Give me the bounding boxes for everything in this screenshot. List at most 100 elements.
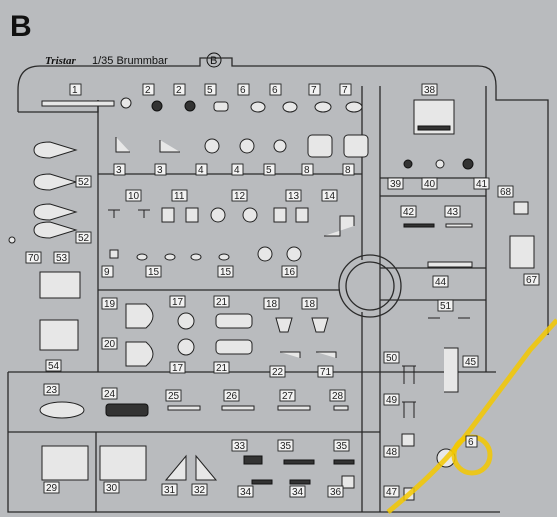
- part-4b: [239, 138, 255, 154]
- part-tag-box: [333, 439, 350, 452]
- part-tag-box: [462, 355, 479, 368]
- part-4a: [204, 138, 220, 154]
- part-number-label: 4: [234, 165, 240, 176]
- part-tag-box: [191, 483, 208, 496]
- part-number-label: 21: [216, 297, 228, 308]
- part-12a: [210, 207, 226, 223]
- part-number-label: 47: [386, 487, 398, 498]
- part-number-label: 29: [46, 483, 58, 494]
- part-2a: [151, 100, 163, 112]
- part-15b: [164, 253, 176, 261]
- part-tag-box: [213, 361, 230, 374]
- part-27: [277, 405, 311, 411]
- part-number-label: 18: [304, 299, 316, 310]
- part-number-label: 41: [476, 179, 488, 190]
- part-tag-box: [277, 439, 294, 452]
- part-number-label: 38: [424, 85, 436, 96]
- part-54-frame: [39, 319, 79, 351]
- part-9: [109, 249, 119, 259]
- part-number-label: 34: [292, 487, 304, 498]
- part-number-label: 6: [240, 85, 246, 96]
- part-number-label: 25: [168, 391, 180, 402]
- part-tag-box: [473, 177, 490, 190]
- part-24: [105, 403, 149, 417]
- frame-bottom-box: [7, 371, 500, 513]
- part-number-label: 40: [424, 179, 436, 190]
- part-number-label: 68: [500, 187, 512, 198]
- part-tag-box: [285, 189, 302, 202]
- part-number-label: 34: [240, 487, 252, 498]
- part-number-label: 16: [284, 267, 296, 278]
- part-1-end: [120, 97, 132, 109]
- part-16a: [257, 246, 273, 262]
- part-tag-box: [400, 205, 417, 218]
- part-number-label: 1: [72, 85, 78, 96]
- part-28: [333, 405, 349, 411]
- part-number-label: 48: [386, 447, 398, 458]
- part-tag-box: [329, 389, 346, 402]
- part-number-label: 35: [336, 441, 348, 452]
- part-40: [435, 159, 445, 169]
- part-tag-box: [444, 205, 461, 218]
- part-52-clip-c: [33, 203, 78, 221]
- watermark-stroke: [386, 318, 557, 514]
- sheet-letter: B: [10, 10, 32, 43]
- part-tag-box: [101, 337, 118, 350]
- part-42: [403, 223, 435, 228]
- part-34b: [289, 479, 311, 485]
- part-tag-box: [383, 445, 400, 458]
- part-number-label: 6: [468, 437, 474, 448]
- part-tag-box: [25, 251, 42, 264]
- part-tag-box: [231, 163, 244, 176]
- part-number-label: 43: [447, 207, 459, 218]
- part-41: [462, 158, 474, 170]
- part-number-label: 6: [272, 85, 278, 96]
- part-18a: [275, 317, 293, 333]
- part-number-label: 31: [164, 485, 176, 496]
- part-38-strip: [417, 125, 451, 131]
- part-12b: [242, 207, 258, 223]
- part-tag-box: [279, 389, 296, 402]
- part-number-label: 7: [311, 85, 317, 96]
- part-26: [221, 405, 255, 411]
- part-8b: [343, 134, 369, 158]
- part-tag-box: [165, 389, 182, 402]
- part-35a: [283, 459, 315, 465]
- part-35b: [333, 459, 355, 465]
- part-tag-box: [421, 177, 438, 190]
- part-tag-box: [465, 435, 478, 448]
- sprue-ring-outer: [338, 254, 402, 318]
- part-tag-box: [103, 481, 120, 494]
- part-number-label: 22: [272, 367, 284, 378]
- part-number-label: 50: [386, 353, 398, 364]
- part-number-label: 15: [148, 267, 160, 278]
- part-3a: [115, 137, 130, 153]
- part-number-label: 5: [207, 85, 213, 96]
- part-tag-box: [237, 83, 250, 96]
- part-number-label: 70: [28, 253, 40, 264]
- part-tag-box: [317, 365, 334, 378]
- part-52-clip-b: [33, 173, 78, 191]
- part-number-label: 2: [176, 85, 182, 96]
- part-number-label: 3: [157, 165, 163, 176]
- part-number-label: 13: [288, 191, 300, 202]
- part-18b: [311, 317, 329, 333]
- part-13b: [295, 207, 309, 223]
- part-number-label: 26: [226, 391, 238, 402]
- part-22: [280, 351, 301, 358]
- part-tag-box: [301, 163, 314, 176]
- part-tag-box: [125, 189, 142, 202]
- sprue-id-circle: [206, 52, 222, 68]
- part-number-label: 15: [220, 267, 232, 278]
- part-67: [509, 235, 535, 269]
- part-small-ring: [8, 236, 16, 244]
- part-19: [125, 303, 154, 329]
- part-tag-box: [101, 297, 118, 310]
- part-tag-box: [45, 359, 62, 372]
- part-34a: [251, 479, 273, 485]
- part-13a: [273, 207, 287, 223]
- part-tag-box: [269, 83, 282, 96]
- part-tag-box: [217, 265, 234, 278]
